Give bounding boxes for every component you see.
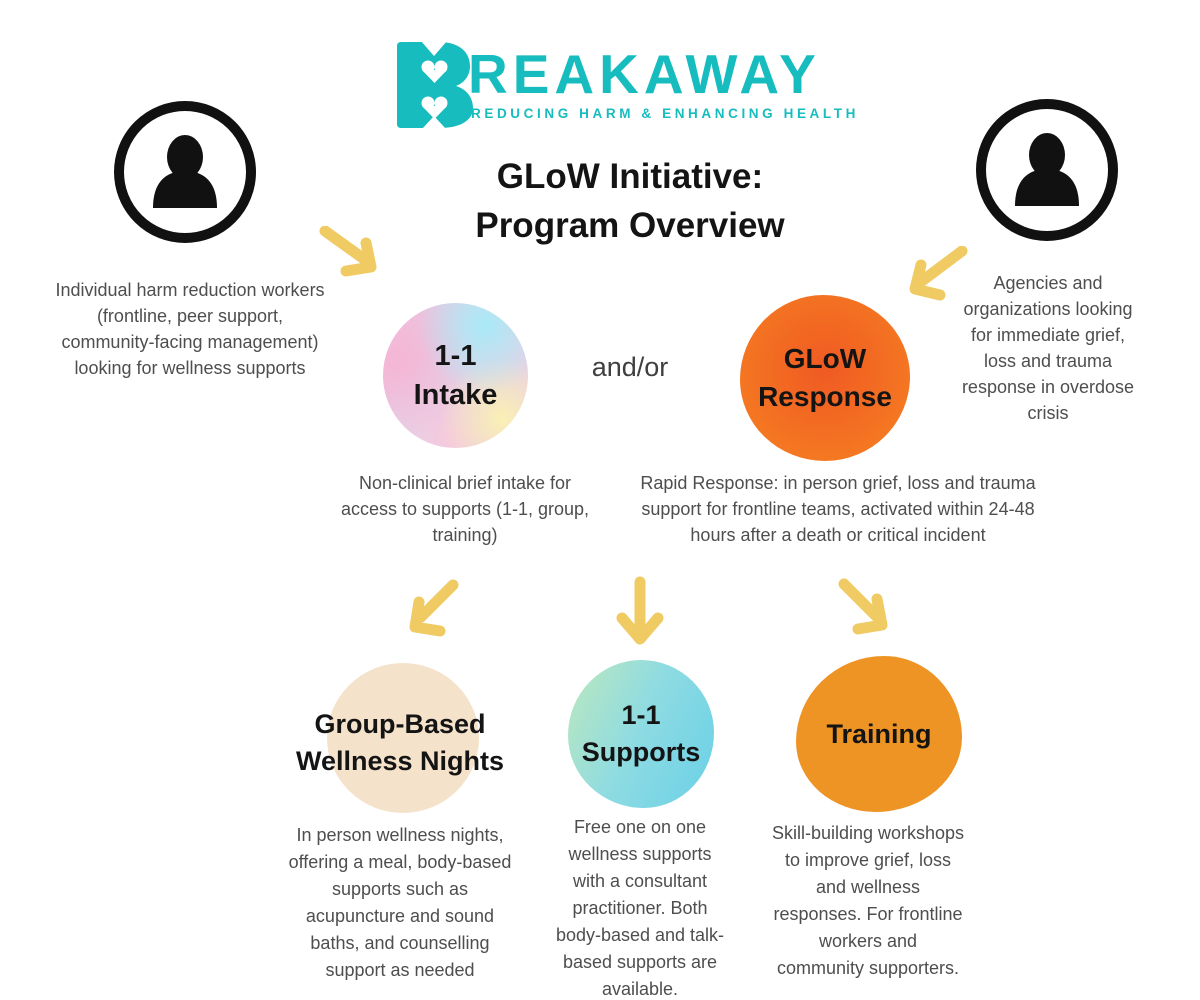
intake-description: Non-clinical brief intake for access to … — [340, 473, 590, 545]
glow-response-node: GLoW Response — [740, 295, 910, 461]
training-node: Training — [796, 656, 962, 812]
intake-node: 1-1 Intake — [383, 303, 528, 448]
arrow-individual-to-intake-icon — [318, 226, 386, 284]
group-wellness-node — [327, 663, 479, 813]
page-title: GLoW Initiative: Program Overview — [475, 157, 785, 245]
individual-worker-description: Individual harm reduction workers (front… — [55, 280, 325, 378]
brand-tagline: REDUCING HARM & ENHANCING HEALTH — [471, 106, 859, 121]
arrow-to-training-icon — [836, 578, 896, 646]
and-or-connector: and/or — [591, 352, 669, 382]
group-wellness-label: Group-Based Wellness Nights — [295, 709, 505, 776]
arrow-agency-to-glow-response-icon — [896, 246, 970, 308]
brand-wordmark: REAKAWAY — [468, 43, 821, 105]
group-wellness-description: In person wellness nights, offering a me… — [288, 825, 512, 980]
breakaway-b-logo-icon — [395, 41, 473, 129]
arrow-to-supports-icon — [614, 576, 666, 652]
arrow-to-group-wellness-icon — [402, 578, 460, 646]
supports-description: Free one on one wellness supports with a… — [555, 817, 725, 999]
glow-response-description: Rapid Response: in person grief, loss an… — [640, 473, 1036, 545]
agency-person-icon — [975, 98, 1119, 242]
individual-worker-person-icon — [113, 100, 257, 244]
agency-description: Agencies and organizations looking for i… — [961, 273, 1135, 423]
training-description: Skill-building workshops to improve grie… — [771, 823, 965, 978]
breakaway-b-glyph — [397, 41, 473, 129]
supports-node: 1-1 Supports — [568, 660, 714, 808]
